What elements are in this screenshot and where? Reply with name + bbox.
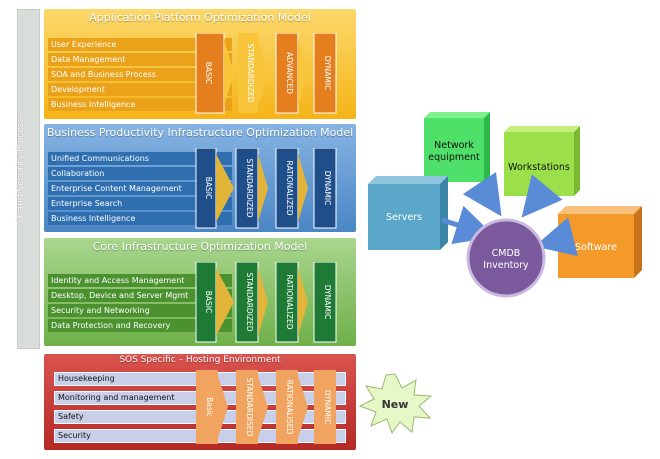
stage-label: RATIONALISED (285, 380, 294, 435)
sos-hosting-model: SOS Specific – Hosting Environment House… (44, 354, 356, 450)
stage-label: BASIC (204, 291, 213, 314)
servers-box: Servers (368, 176, 448, 250)
app-items: User Experience Data Management SOA and … (48, 38, 232, 113)
core-items: Identity and Access Management Desktop, … (48, 274, 232, 334)
box-label: Workstations (508, 162, 570, 173)
list-item: Data Protection and Recovery (48, 319, 232, 332)
arrow-software (534, 217, 578, 257)
stage-label: RATIONALIZED (285, 161, 294, 216)
arrow-workstations (521, 174, 563, 218)
list-item: User Experience (48, 38, 232, 51)
box-label: Servers (386, 212, 422, 223)
list-item: Identity and Access Management (48, 274, 232, 287)
stage-label: STANDARDIZED (246, 43, 255, 102)
stage-label: RATIONALIZED (285, 275, 294, 330)
stage-dynamic: DYNAMIC (313, 33, 337, 114)
list-item: Business Intelligence (48, 98, 232, 111)
sos-stage-chevrons: Basic STANDARDISED RATIONALISED DYNAMIC (196, 370, 336, 444)
stage-label: ADVANCED (285, 52, 294, 94)
software-box: Software (558, 206, 642, 278)
list-item: SOA and Business Process (48, 68, 232, 81)
stage-label: DYNAMIC (323, 56, 332, 91)
arrow-network (462, 171, 502, 217)
stage-basic: BASIC (195, 33, 234, 114)
core-model-title: Core Infrastructure Optimization Model (92, 240, 308, 253)
it-security-process-bar (17, 9, 40, 349)
stage-label: BASIC (204, 177, 213, 200)
sos-model-title: SOS Specific – Hosting Environment (119, 355, 281, 365)
stage-label: DYNAMIC (323, 390, 332, 425)
stage-label: BASIC (204, 62, 213, 85)
list-item: Collaboration (48, 167, 232, 180)
list-item: Unified Communications (48, 152, 232, 165)
list-item: Business Intelligence (48, 212, 232, 225)
new-starburst-badge: New (358, 373, 433, 434)
list-item: Development (48, 83, 232, 96)
app-stage-chevrons: BASIC STANDARDIZED ADVANCED DYNAMIC (195, 33, 337, 114)
stage-label: DYNAMIC (323, 285, 332, 320)
list-item: Enterprise Content Management (48, 182, 232, 195)
bp-infrastructure-model: Business Productivity Infrastructure Opt… (44, 124, 356, 232)
stage-label: STANDARDIZED (245, 158, 254, 217)
list-item: Desktop, Device and Server Mgmt (48, 289, 232, 302)
stage-label: STANDARDISED (245, 378, 254, 437)
list-item: Security and Networking (48, 304, 232, 317)
bp-items: Unified Communications Collaboration Ent… (48, 152, 232, 227)
stage-label: STANDARDIZED (245, 272, 254, 331)
list-item: Enterprise Search (48, 197, 232, 210)
sidebar-label: IT and Security Process (16, 117, 26, 223)
stage-advanced: ADVANCED (275, 33, 308, 114)
core-infrastructure-model: Core Infrastructure Optimization Model I… (44, 238, 356, 346)
stage-standardized: STANDARDIZED (238, 33, 268, 113)
core-stage-chevrons: BASIC STANDARDIZED RATIONALIZED DYNAMIC (195, 262, 337, 343)
box-label: Software (575, 242, 617, 253)
bp-model-title: Business Productivity Infrastructure Opt… (46, 126, 354, 139)
stage-label: Basic (205, 397, 214, 417)
workstations-box: Workstations (504, 126, 580, 196)
app-model-title: Application Platform Optimization Model (89, 11, 311, 24)
stage-label: DYNAMIC (323, 171, 332, 206)
bp-stage-chevrons: BASIC STANDARDIZED RATIONALIZED DYNAMIC (195, 148, 337, 229)
new-label: New (382, 398, 409, 411)
app-platform-model: Application Platform Optimization Model … (44, 9, 356, 119)
list-item: Data Management (48, 53, 232, 66)
